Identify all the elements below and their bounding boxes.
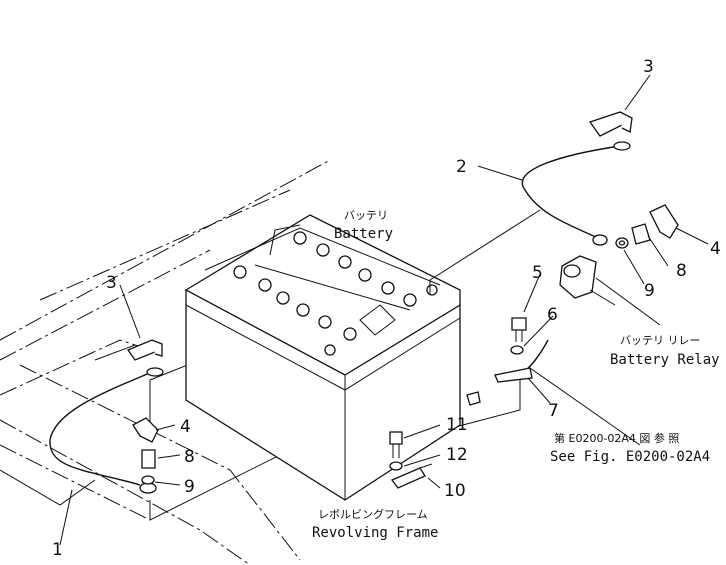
washer-12: [389, 461, 403, 471]
callout-9-left: 9: [184, 477, 195, 497]
washer-9-left: [141, 475, 155, 485]
washer-6: [510, 345, 524, 355]
cable-2: [429, 141, 631, 295]
terminal-cap-3-left: [127, 339, 163, 361]
figure-reference-en: See Fig. E0200-02A4: [550, 449, 710, 465]
elbow-fitting-4-left: [132, 417, 159, 443]
battery-label-jp: バッテリ: [344, 209, 388, 222]
text-labels: バッテリ Battery バッテリ リレー Battery Relay 第 E0…: [312, 209, 720, 541]
cable-1: [49, 367, 164, 494]
callout-4-right: 4: [710, 239, 721, 259]
battery: [184, 214, 461, 501]
terminal-10: [390, 463, 433, 489]
callout-3-left: 3: [106, 273, 117, 293]
callout-2: 2: [456, 157, 467, 177]
figure-reference-jp: 第 E0200-02A4 図 参 照: [554, 431, 679, 445]
callout-8-right: 8: [676, 261, 687, 281]
callout-3-top: 3: [643, 57, 654, 77]
battery-relay-label-jp: バッテリ リレー: [620, 334, 701, 347]
callout-numbers: 1 2 3 3 4 4 5 6 7 8 8 9 9 10 11 12: [52, 57, 721, 560]
bolt-8-right: [631, 223, 651, 245]
small-nut: [466, 391, 481, 406]
callout-8-left: 8: [184, 447, 195, 467]
callout-1: 1: [52, 540, 63, 560]
washer-9-right: [615, 237, 629, 249]
bolt-8-left: [141, 449, 156, 469]
terminal-cap-3-top: [588, 111, 633, 137]
bolt-11: [389, 431, 403, 458]
revolving-frame-label-jp: レボルビングフレーム: [318, 507, 428, 521]
callout-7: 7: [548, 401, 559, 421]
callout-9-right: 9: [644, 281, 655, 301]
bolt-5: [511, 317, 527, 342]
battery-relay-label-en: Battery Relay: [610, 352, 720, 368]
leader-lines: [59, 74, 709, 546]
callout-5: 5: [532, 263, 543, 283]
callout-12: 12: [446, 445, 468, 465]
elbow-fitting-4-right: [649, 204, 679, 239]
wire-7: [494, 339, 549, 383]
revolving-frame-label-en: Revolving Frame: [312, 525, 438, 541]
battery-label-en: Battery: [334, 226, 393, 242]
battery-relay: [559, 255, 616, 306]
callout-4-left: 4: [180, 417, 191, 437]
callout-10: 10: [444, 481, 466, 501]
callout-11: 11: [446, 415, 468, 435]
callout-6: 6: [547, 305, 558, 325]
